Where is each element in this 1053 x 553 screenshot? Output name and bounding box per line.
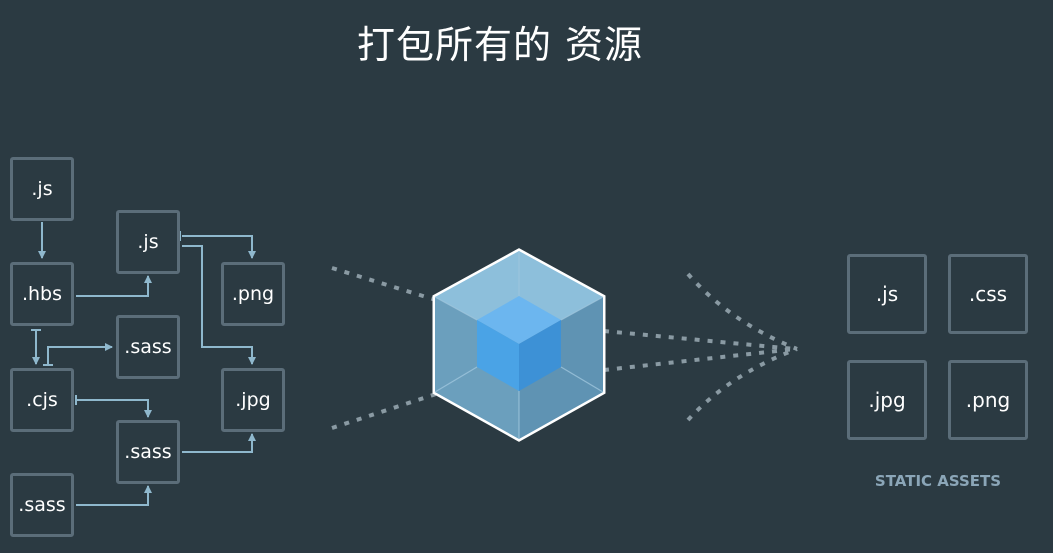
flow-out-top [603,329,796,351]
source-file-hbs: .hbs [10,262,74,326]
source-file-cjs: .cjs [10,368,74,432]
dependency-arrows [32,222,256,506]
source-file-sass-bottom: .sass [10,473,74,537]
arrow-js-to-png [182,235,256,259]
source-file-js: .js [10,157,74,221]
arrow-tails [31,231,181,405]
asset-js: .js [847,254,927,334]
flow-curve-bottom [686,347,798,422]
arrow-hbs-to-js [76,275,152,297]
flow-lines [331,266,798,430]
webpack-cube-icon [432,248,606,442]
flow-out-bottom [603,347,796,372]
source-file-sass-mid: .sass [116,420,180,484]
asset-jpg: .jpg [847,360,927,440]
asset-png: .png [948,360,1028,440]
source-file-jpg: .jpg [221,368,285,432]
source-file-png: .png [221,262,285,326]
page-title: 打包所有的 资源 [356,23,644,67]
flow-in-top [331,266,437,302]
arrow-cjs-to-sass-mid [76,399,152,418]
arrow-sass-bottom-to-sass-mid [76,485,152,506]
arrow-cjs-to-sass-top [47,343,113,365]
flow-in-bottom [331,392,437,430]
static-assets-caption: STATIC ASSETS [874,472,1002,490]
source-file-js-2: .js [116,210,180,274]
flow-curve-top [686,272,798,351]
asset-css: .css [948,254,1028,334]
source-file-sass-top: .sass [116,315,180,379]
arrow-js-to-jpg [182,245,256,365]
arrow-sass-to-jpg [182,433,256,453]
